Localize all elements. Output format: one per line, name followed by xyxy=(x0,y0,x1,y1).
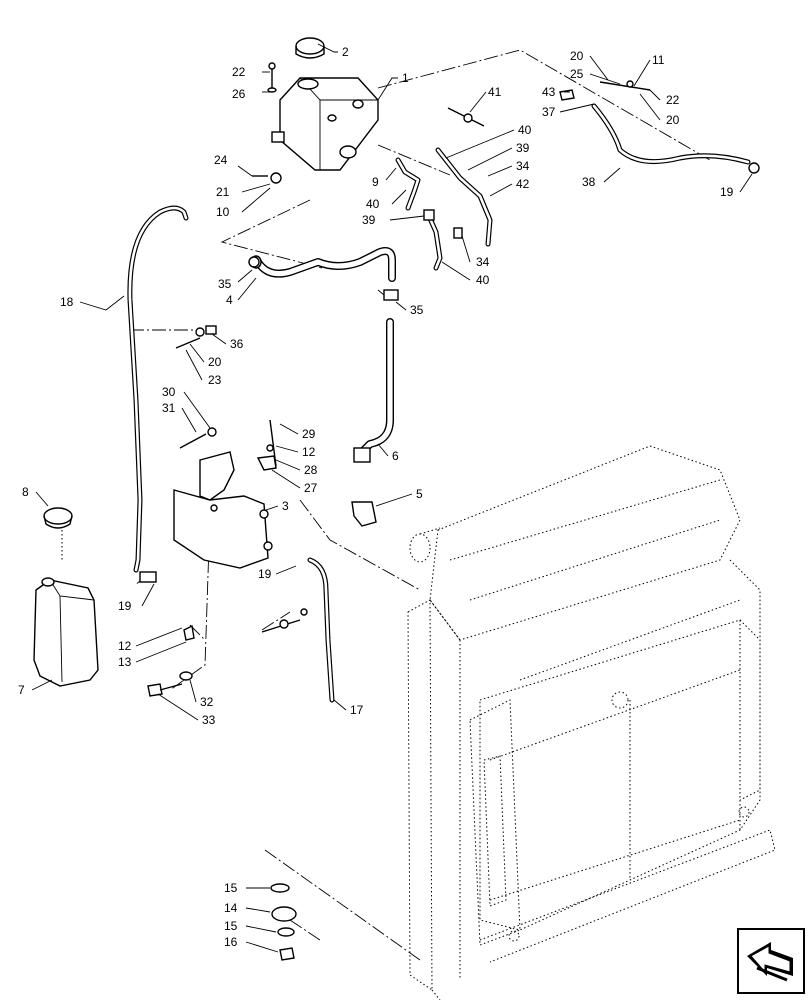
callout-2: 2 xyxy=(342,45,349,59)
callout-15: 15 xyxy=(224,919,238,933)
isolator-stack xyxy=(270,883,297,961)
callout-43: 43 xyxy=(542,85,556,99)
callout-17: 17 xyxy=(350,703,364,717)
callout-23: 23 xyxy=(208,373,222,387)
hose-clamp-35 xyxy=(248,256,399,301)
callout-25: 25 xyxy=(570,67,584,81)
callout-7: 7 xyxy=(18,683,25,697)
callout-3: 3 xyxy=(282,499,289,513)
callout-22: 22 xyxy=(666,93,680,107)
assembly-lines xyxy=(130,49,711,961)
callout-28: 28 xyxy=(304,463,318,477)
callout-40: 40 xyxy=(518,123,532,137)
callout-21: 21 xyxy=(216,185,230,199)
callout-10: 10 xyxy=(216,205,230,219)
callout-20: 20 xyxy=(570,49,584,63)
callout-18: 18 xyxy=(60,295,74,309)
vertical-hose xyxy=(353,318,394,463)
callout-20: 20 xyxy=(208,355,222,369)
callout-37: 37 xyxy=(542,105,556,119)
callout-8: 8 xyxy=(22,485,29,499)
callout-35: 35 xyxy=(410,303,424,317)
reservoir-bracket xyxy=(173,451,273,569)
callout-6: 6 xyxy=(392,449,399,463)
reservoir-cap xyxy=(43,507,73,560)
callout-leaders xyxy=(31,43,753,953)
callout-30: 30 xyxy=(162,385,176,399)
callout-38: 38 xyxy=(582,175,596,189)
callout-31: 31 xyxy=(162,401,176,415)
callout-24: 24 xyxy=(214,153,228,167)
callout-36: 36 xyxy=(230,337,244,351)
callout-labels: 1 2 22 26 24 21 10 9 40 39 35 4 41 40 39… xyxy=(18,45,734,949)
callout-19: 19 xyxy=(118,599,132,613)
callout-9: 9 xyxy=(372,175,379,189)
reservoir-overflow-tube xyxy=(127,205,189,573)
radiator-assembly xyxy=(407,445,776,1000)
tank-cap xyxy=(295,37,325,59)
callout-42: 42 xyxy=(516,177,530,191)
reservoir-hardware xyxy=(139,571,195,697)
coolant-reservoir xyxy=(33,577,99,687)
callout-33: 33 xyxy=(202,713,216,727)
callout-39: 39 xyxy=(516,141,530,155)
bracket-clip-stack xyxy=(256,419,277,471)
callout-13: 13 xyxy=(118,655,132,669)
bracket-bolt xyxy=(179,427,217,449)
callout-12: 12 xyxy=(302,445,316,459)
callout-39: 39 xyxy=(362,213,376,227)
callout-12: 12 xyxy=(118,639,132,653)
callout-22: 22 xyxy=(232,65,246,79)
callout-5: 5 xyxy=(416,487,423,501)
callout-41: 41 xyxy=(488,85,502,99)
callout-16: 16 xyxy=(224,935,238,949)
next-page-arrow-icon[interactable] xyxy=(737,928,805,994)
callout-15: 15 xyxy=(224,881,238,895)
callout-20: 20 xyxy=(666,113,680,127)
callout-29: 29 xyxy=(302,427,316,441)
callout-26: 26 xyxy=(232,87,246,101)
callout-11: 11 xyxy=(652,53,665,67)
callout-35: 35 xyxy=(218,277,232,291)
callout-40: 40 xyxy=(476,273,490,287)
callout-32: 32 xyxy=(200,695,214,709)
elbow-fitting xyxy=(351,501,377,527)
callout-34: 34 xyxy=(476,255,490,269)
overflow-line xyxy=(559,80,760,174)
callout-40: 40 xyxy=(366,197,380,211)
reservoir-drain-tube xyxy=(261,557,335,703)
callout-1: 1 xyxy=(402,71,409,85)
tank-clamp xyxy=(252,172,282,184)
callout-19: 19 xyxy=(720,185,734,199)
callout-19: 19 xyxy=(258,567,272,581)
expansion-tank xyxy=(271,77,379,171)
callout-34: 34 xyxy=(516,159,530,173)
vent-hose-left xyxy=(395,157,443,271)
callout-27: 27 xyxy=(304,481,318,495)
vent-hose-right xyxy=(435,107,493,247)
clip-hardware xyxy=(175,325,217,349)
callout-4: 4 xyxy=(226,293,233,307)
tank-bolt xyxy=(267,62,277,93)
callout-14: 14 xyxy=(224,901,238,915)
